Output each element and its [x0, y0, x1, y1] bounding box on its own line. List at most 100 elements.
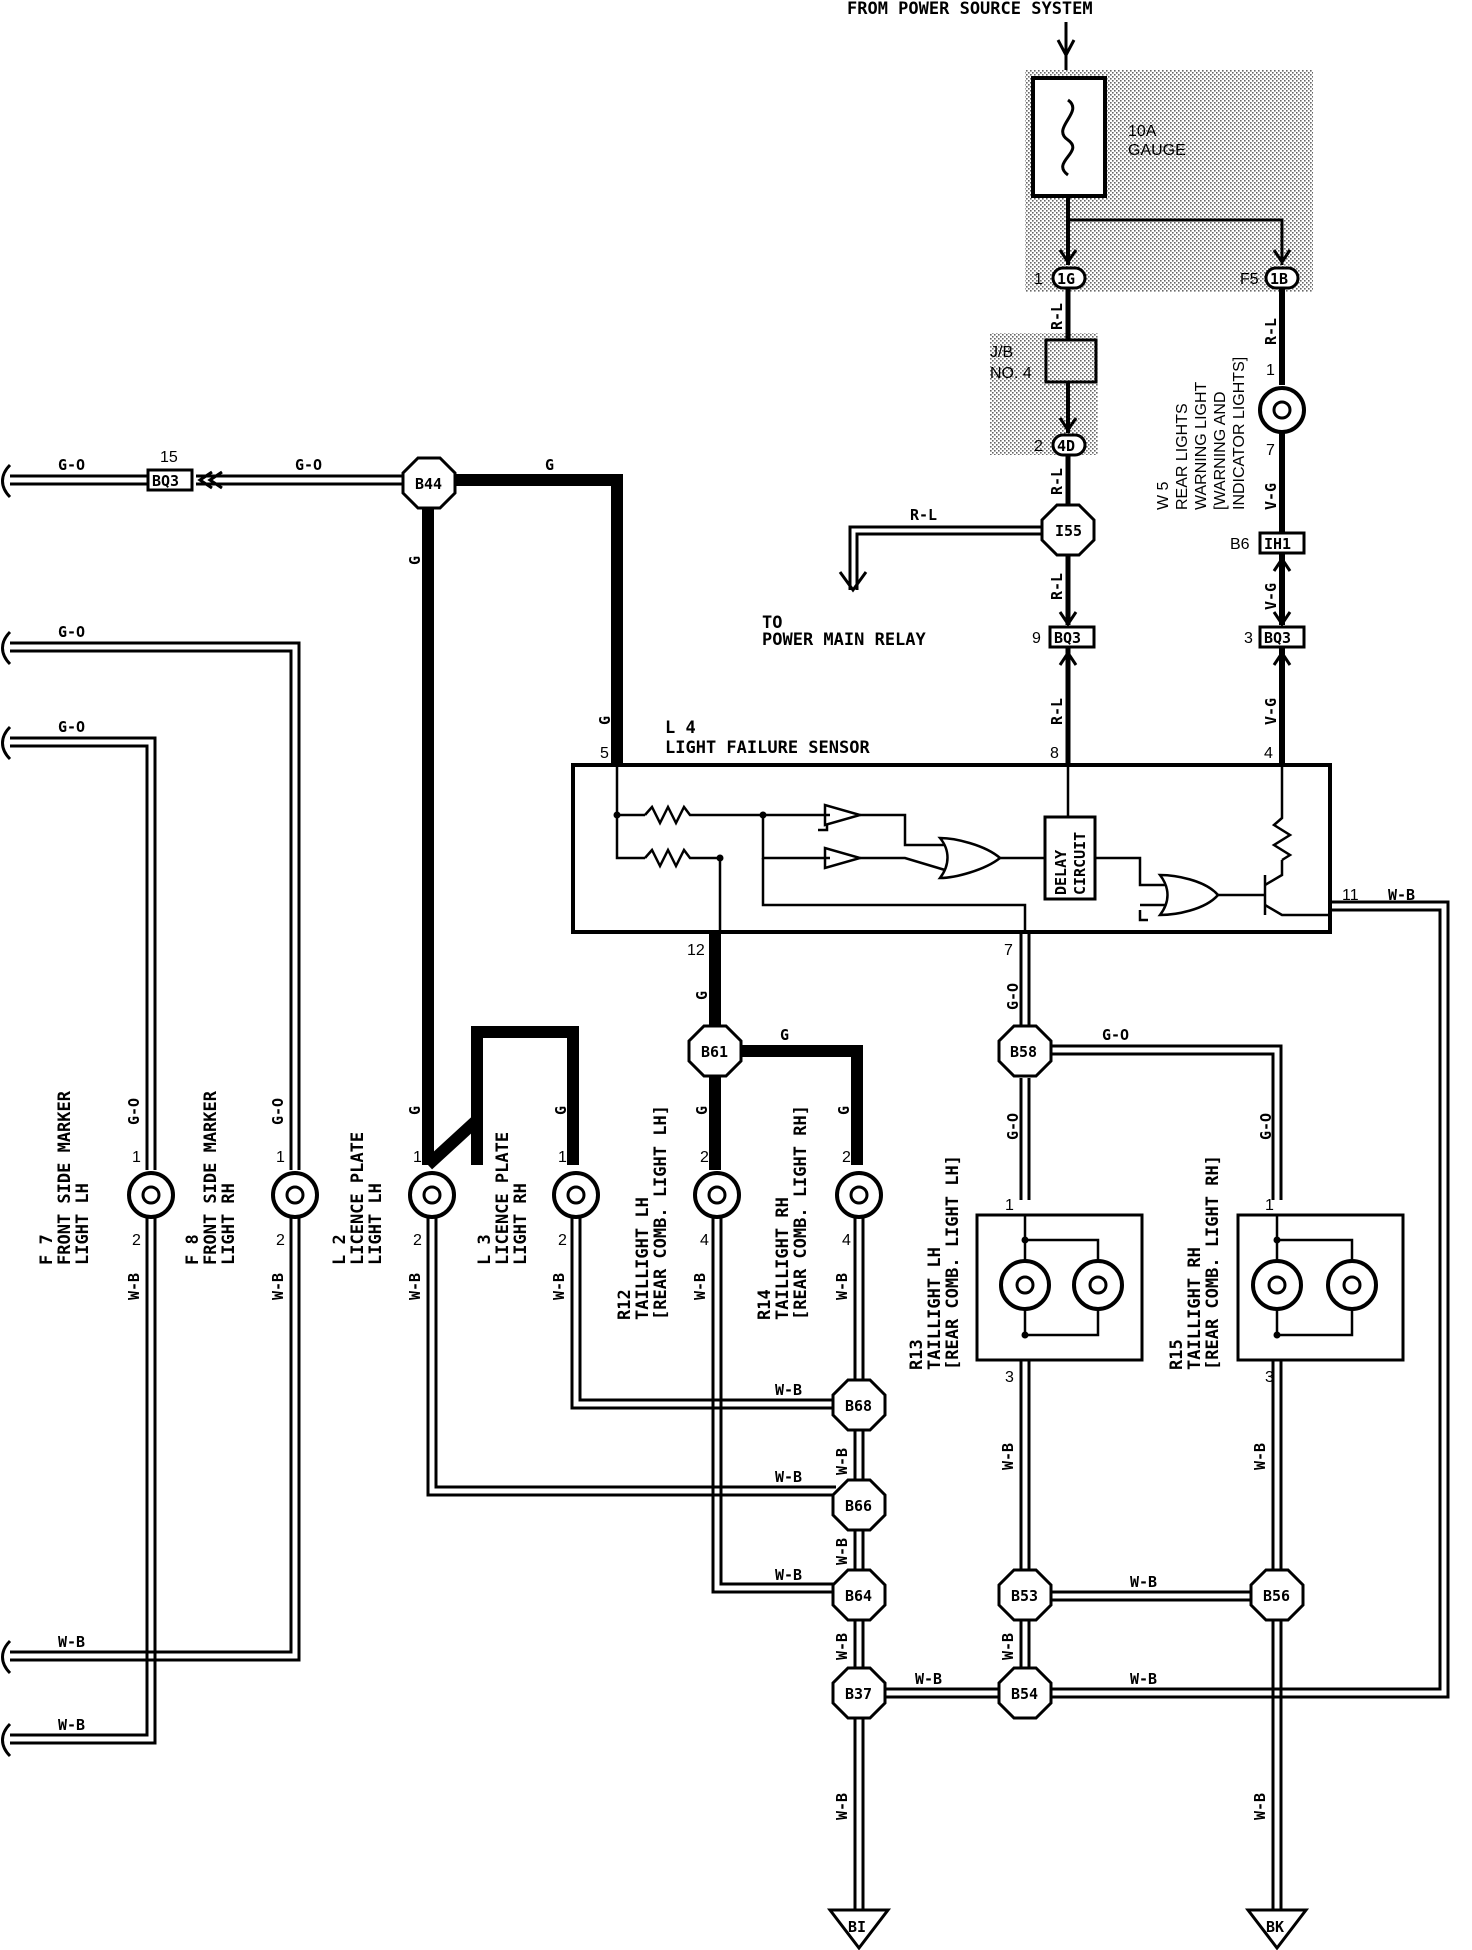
wire-vg-label-2: V-G: [1262, 583, 1280, 610]
w5-label-3: [WARNING AND: [1212, 391, 1229, 510]
light-failure-sensor-box: [571, 763, 1332, 934]
connector-bq3-pin15: [146, 468, 194, 492]
delay-circuit-label-2: CIRCUIT: [1071, 832, 1089, 895]
wire-wb-label-8: W-B: [833, 1273, 851, 1300]
w5-label-1: REAR LIGHTS: [1174, 403, 1191, 510]
r13-bulb-1-filament: [1015, 1275, 1035, 1295]
splice-b66-label: B66: [845, 1497, 872, 1515]
splice-b56-label: B56: [1263, 1587, 1290, 1605]
f7-label-2: LIGHT LH: [73, 1183, 93, 1265]
l3-id: L 3: [475, 1234, 495, 1265]
f8-bulb-filament: [285, 1185, 305, 1205]
l2-pin-1: 1: [413, 1149, 422, 1166]
splice-b61: [687, 1024, 743, 1078]
wire-g-label-4: G: [693, 991, 711, 1000]
r13-bulb-2-filament: [1088, 1275, 1108, 1295]
r13-label-1: TAILLIGHT LH: [925, 1247, 945, 1370]
wire-rl-label-4: R-L: [1048, 573, 1066, 600]
pin-2-label: 2: [1034, 438, 1043, 455]
wire-wb-label-4: W-B: [269, 1273, 287, 1300]
r15-bulb-1-filament: [1267, 1275, 1287, 1295]
delay-circuit-box: [1043, 815, 1097, 901]
r13-bulb-2: [1072, 1259, 1124, 1311]
go-wire-to-bq3-15: [1, 463, 410, 499]
wire-g-label-8: G: [693, 1106, 711, 1115]
pin-9-label: 9: [1032, 630, 1041, 647]
l3-label-1: LICENCE PLATE: [493, 1132, 513, 1265]
f7-bulb-filament: [141, 1185, 161, 1205]
wire-vg-label-3: V-G: [1262, 698, 1280, 725]
wire-wb-label-17: W-B: [999, 1443, 1017, 1470]
r12-bulb-filament: [707, 1185, 727, 1205]
wire-wb-label-16: W-B: [915, 1670, 942, 1688]
wire-rl-label-5: R-L: [1048, 698, 1066, 725]
g-wire-b61-to-r14: [741, 1045, 863, 1165]
wire-wb-label-3: W-B: [125, 1273, 143, 1300]
l2-id: L 2: [330, 1234, 350, 1265]
pin-7-label: 7: [1004, 942, 1013, 959]
wire-wb-label-20: W-B: [1130, 1670, 1157, 1688]
wire-wb-label-13: W-B: [833, 1538, 851, 1565]
l3-bulb: [552, 1171, 600, 1219]
wire-wb-label-12: W-B: [833, 1448, 851, 1475]
r12-label-1: TAILLIGHT LH: [633, 1197, 653, 1320]
splice-b64: [831, 1568, 887, 1622]
wire-vg-label-1: V-G: [1262, 483, 1280, 510]
splice-b37: [831, 1666, 887, 1720]
splice-b56: [1249, 1568, 1305, 1622]
r14-label-2: [REAR COMB. LIGHT RH]: [791, 1105, 811, 1320]
w5-label-4: INDICATOR LIGHTS]: [1231, 357, 1248, 510]
l2-bulb: [408, 1171, 456, 1219]
r13-label-2: [REAR COMB. LIGHT LH]: [943, 1155, 963, 1370]
wire-g-label-5: G: [780, 1026, 789, 1044]
fuse-rating: 10A: [1128, 123, 1157, 140]
vg-wire-to-sensor: [1272, 647, 1292, 765]
pin-15-label: 15: [160, 449, 178, 466]
r15-bulb-2-filament: [1342, 1275, 1362, 1295]
r15-junction-bottom: [1273, 1331, 1281, 1339]
r14-bulb-filament: [849, 1185, 869, 1205]
connector-1g-label: 1G: [1057, 270, 1075, 288]
r15-bulb-2: [1326, 1259, 1378, 1311]
r13-pin-3: 3: [1005, 1369, 1014, 1386]
fuse-box: [1031, 76, 1107, 198]
pin-1-label: 1: [1034, 271, 1043, 288]
w5-id-label: W 5: [1155, 481, 1172, 510]
rl-wire-to-bq3: [1058, 555, 1078, 627]
r12-pin-4: 4: [700, 1232, 709, 1249]
splice-b64-label: B64: [845, 1587, 872, 1605]
wire-g-label-9: G: [835, 1106, 853, 1115]
r14-pin-4: 4: [842, 1232, 851, 1249]
r13-pin-1: 1: [1005, 1197, 1014, 1214]
power-input-arrow: [1056, 22, 1076, 70]
splice-b66: [831, 1478, 887, 1532]
wire-rl-label-6: R-L: [1262, 318, 1280, 345]
wire-wb-label-6: W-B: [550, 1273, 568, 1300]
pin-3-label: 3: [1244, 630, 1253, 647]
to-power-relay-wire: [838, 525, 1045, 593]
connector-bq3-pin3-label: BQ3: [1264, 629, 1291, 647]
splice-b58: [997, 1024, 1053, 1078]
splice-b53-label: B53: [1011, 1587, 1038, 1605]
junction-block-box: [1044, 338, 1098, 384]
r14-id: R14: [755, 1289, 775, 1320]
l2-pin-2: 2: [413, 1232, 422, 1249]
ground-bi-triangle: [826, 1908, 892, 1950]
fuse-name: GAUGE: [1128, 142, 1186, 159]
wire-wb-label-10: W-B: [775, 1468, 802, 1486]
wire-rl-label-2: R-L: [1048, 468, 1066, 495]
wire-wb-label-18: W-B: [999, 1633, 1017, 1660]
wire-wb-label-7: W-B: [691, 1273, 709, 1300]
vg-wire-to-bq3: [1272, 553, 1292, 627]
wire-go-label-10: G-O: [269, 1098, 287, 1125]
rl-wire-upper: [1058, 288, 1078, 433]
r12-label-2: [REAR COMB. LIGHT LH]: [651, 1105, 671, 1320]
wire-go-label-6: G-O: [1257, 1113, 1275, 1140]
wire-g-label-2: G: [406, 556, 424, 565]
delay-circuit-label-1: DELAY: [1052, 850, 1070, 895]
go-wire-pin7: [1019, 932, 1283, 1200]
junction-dot-1: [613, 811, 621, 819]
f8-pin-2: 2: [276, 1232, 285, 1249]
ground-bk-triangle: [1244, 1908, 1310, 1950]
r14-pin-2: 2: [842, 1149, 851, 1166]
